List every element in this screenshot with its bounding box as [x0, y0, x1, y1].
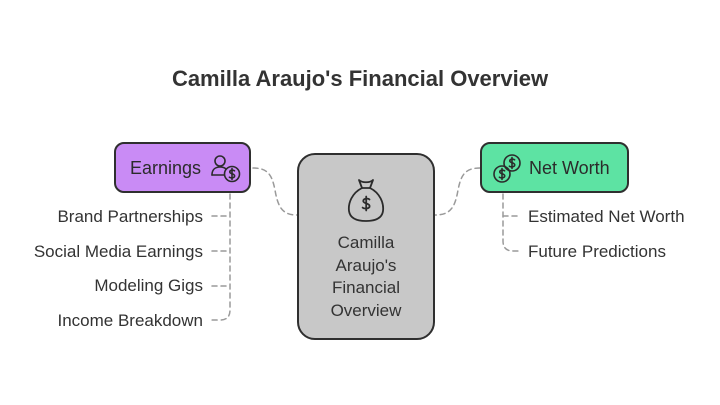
earnings-item-social-media-earnings: Social Media Earnings: [33, 242, 203, 261]
net-worth-node: Net Worth: [480, 142, 629, 193]
center-label: Camilla Araujo's Financial Overview: [330, 233, 402, 320]
connector-earnings-center: [252, 167, 298, 216]
earnings-label: Earnings: [130, 158, 202, 178]
money-bag-icon: [347, 179, 385, 222]
earnings-item-modeling-gigs: Modeling Gigs: [94, 276, 203, 295]
net-worth-item-future-predictions: Future Predictions: [528, 242, 666, 261]
connector-networth-center: [434, 167, 481, 216]
center-node: Camilla Araujo's Financial Overview: [297, 153, 435, 340]
person-dollar-icon: [211, 155, 241, 183]
diagram-title: Camilla Araujo's Financial Overview: [171, 66, 549, 91]
earnings-item-income-breakdown: Income Breakdown: [57, 311, 203, 330]
net-worth-label: Net Worth: [529, 158, 610, 178]
coins-icon: [493, 154, 521, 183]
earnings-item-brand-partnerships: Brand Partnerships: [57, 207, 203, 226]
connector-networth-spine: [502, 193, 521, 252]
net-worth-item-estimated: Estimated Net Worth: [528, 207, 685, 226]
earnings-node: Earnings: [114, 142, 251, 193]
connector-earnings-spine: [211, 193, 231, 321]
